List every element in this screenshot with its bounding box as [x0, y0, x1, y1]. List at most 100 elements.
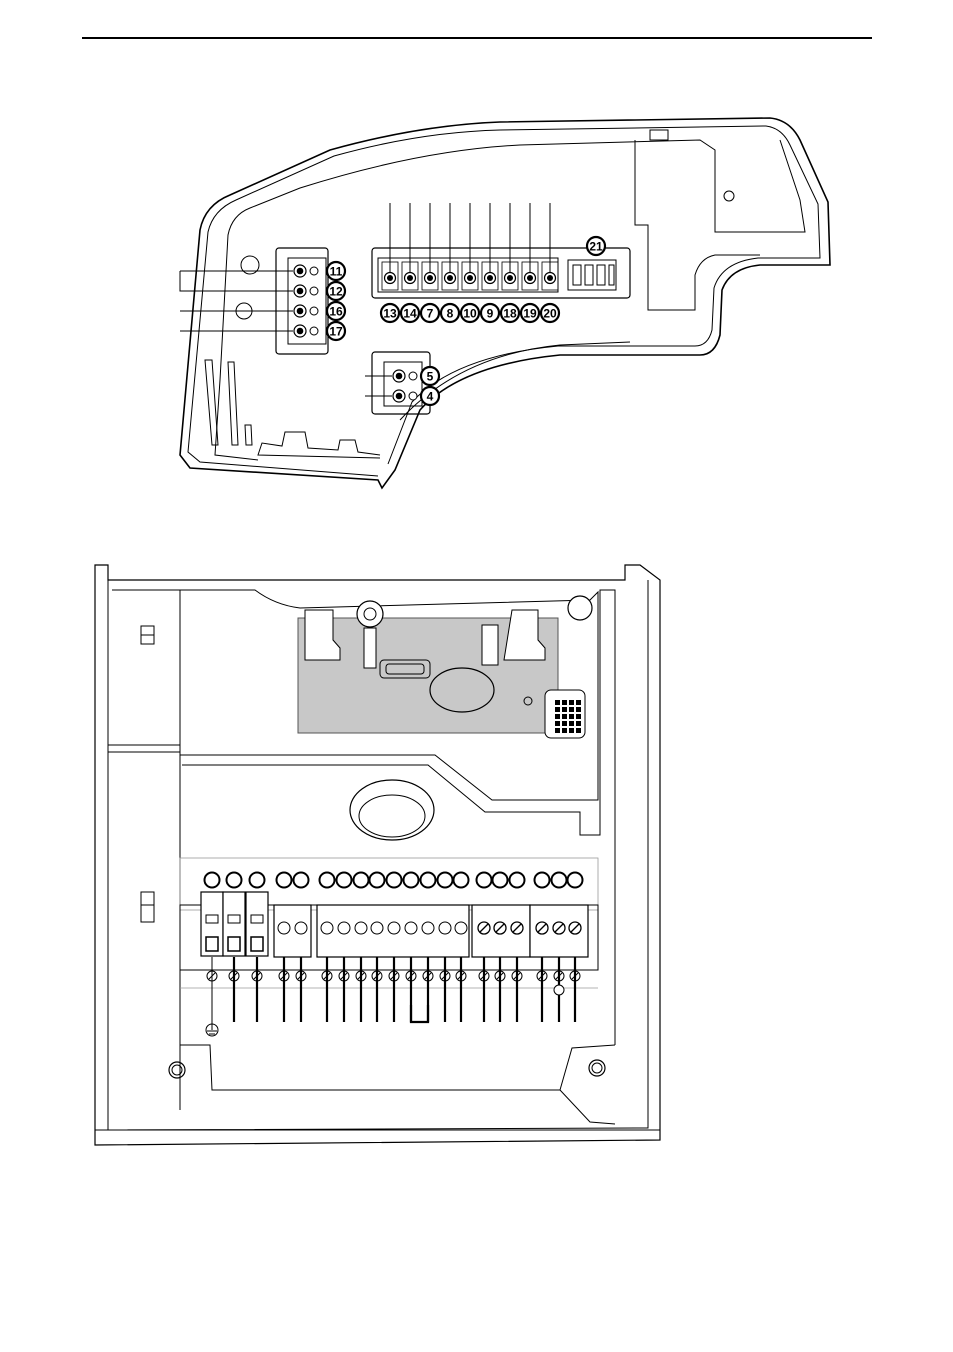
label-20: 20: [541, 304, 559, 322]
pcb-pin: [576, 721, 581, 726]
terminal-screw-head: [387, 275, 393, 281]
terminal-marker: [250, 873, 265, 888]
pcb-pin: [576, 714, 581, 719]
terminal-screw-head: [447, 275, 453, 281]
terminal-screw-head: [297, 288, 304, 295]
terminal-screw-head: [487, 275, 493, 281]
wire-bridge: [411, 1005, 428, 1022]
label-4: 4: [421, 387, 439, 405]
terminal-marker: [354, 873, 369, 888]
label-number: 17: [329, 325, 343, 339]
terminal-hole: [338, 922, 350, 934]
label-number: 4: [427, 390, 434, 404]
terminal-hole: [439, 922, 451, 934]
pcb-pin: [562, 721, 567, 726]
spring-terminal-lever: [206, 937, 218, 951]
terminal-marker: [387, 873, 402, 888]
label-number: 21: [589, 240, 603, 254]
terminal-marker: [227, 873, 242, 888]
label-18: 18: [501, 304, 519, 322]
pcb-pin: [569, 728, 574, 733]
label-number: 11: [330, 265, 343, 279]
terminal-marker: [404, 873, 419, 888]
terminal-marker: [568, 873, 583, 888]
terminal-release: [310, 267, 318, 275]
earth-ground-icon: [206, 1024, 218, 1036]
top-terminal-labels: 11 12 16 17 5 4 13 14 78 10 9 18 19 20 21: [180, 203, 605, 405]
label-9: 9: [481, 304, 499, 322]
pcb-pin: [569, 714, 574, 719]
label-number: 8: [447, 307, 454, 321]
label-7: 7: [421, 304, 439, 322]
label-number: 13: [383, 307, 397, 321]
terminal-hole: [455, 922, 467, 934]
label-13: 13: [381, 304, 399, 322]
label-10: 10: [461, 304, 479, 322]
label-number: 7: [427, 307, 434, 321]
terminal-screw-head: [427, 275, 433, 281]
label-number: 19: [523, 307, 537, 321]
terminal-hole: [371, 922, 383, 934]
terminal-marker: [477, 873, 492, 888]
terminal-screw-head: [297, 328, 304, 335]
terminal-marker: [454, 873, 469, 888]
terminal-hole: [295, 922, 307, 934]
terminal-hole: [321, 922, 333, 934]
pcb-pin: [569, 721, 574, 726]
pcb-board: [298, 596, 592, 738]
label-number: 12: [329, 285, 343, 299]
terminal-marker: [205, 873, 220, 888]
terminal-hole: [405, 922, 417, 934]
pcb-pin: [576, 700, 581, 705]
spring-terminal-lever: [251, 937, 263, 951]
pcb-pin: [555, 700, 560, 705]
terminal-release: [409, 392, 417, 400]
terminal-screw-head: [297, 308, 304, 315]
terminal-marker: [294, 873, 309, 888]
terminal-release: [310, 307, 318, 315]
terminal-marker: [277, 873, 292, 888]
terminal-marker: [337, 873, 352, 888]
terminal-marker: [370, 873, 385, 888]
terminal-release: [310, 327, 318, 335]
label-number: 16: [329, 305, 343, 319]
wire-clamp: [554, 985, 564, 995]
terminal-marker: [438, 873, 453, 888]
pcb-pin: [555, 707, 560, 712]
pcb-pin: [562, 700, 567, 705]
pcb-pin: [562, 714, 567, 719]
top-diagram-housing: [180, 118, 830, 488]
terminal-hole: [422, 922, 434, 934]
terminal-marker: [421, 873, 436, 888]
label-number: 18: [503, 307, 517, 321]
terminal-screw-head: [507, 275, 513, 281]
label-number: 20: [543, 307, 557, 321]
terminal-hole: [355, 922, 367, 934]
terminal-hole: [388, 922, 400, 934]
terminal-marker: [493, 873, 508, 888]
label-number: 9: [487, 307, 494, 321]
label-8: 8: [441, 304, 459, 322]
terminal-marker: [535, 873, 550, 888]
terminal-marker: [510, 873, 525, 888]
label-12: 12: [327, 282, 345, 300]
terminal-hole: [278, 922, 290, 934]
terminal-screw-head: [396, 393, 403, 400]
pcb-pin: [576, 728, 581, 733]
pcb-pin: [555, 714, 560, 719]
pcb-pin: [576, 707, 581, 712]
label-19: 19: [521, 304, 539, 322]
terminal-screw-head: [396, 373, 403, 380]
label-5: 5: [421, 367, 439, 385]
terminal-release: [310, 287, 318, 295]
label-11: 11: [327, 262, 345, 280]
bottom-terminal-strip: [201, 873, 588, 1025]
label-21: 21: [587, 237, 605, 255]
pcb-pin: [555, 728, 560, 733]
pcb-pin: [562, 728, 567, 733]
pcb-pin: [555, 721, 560, 726]
terminal-release: [409, 372, 417, 380]
label-17: 17: [327, 322, 345, 340]
label-number: 14: [403, 307, 417, 321]
